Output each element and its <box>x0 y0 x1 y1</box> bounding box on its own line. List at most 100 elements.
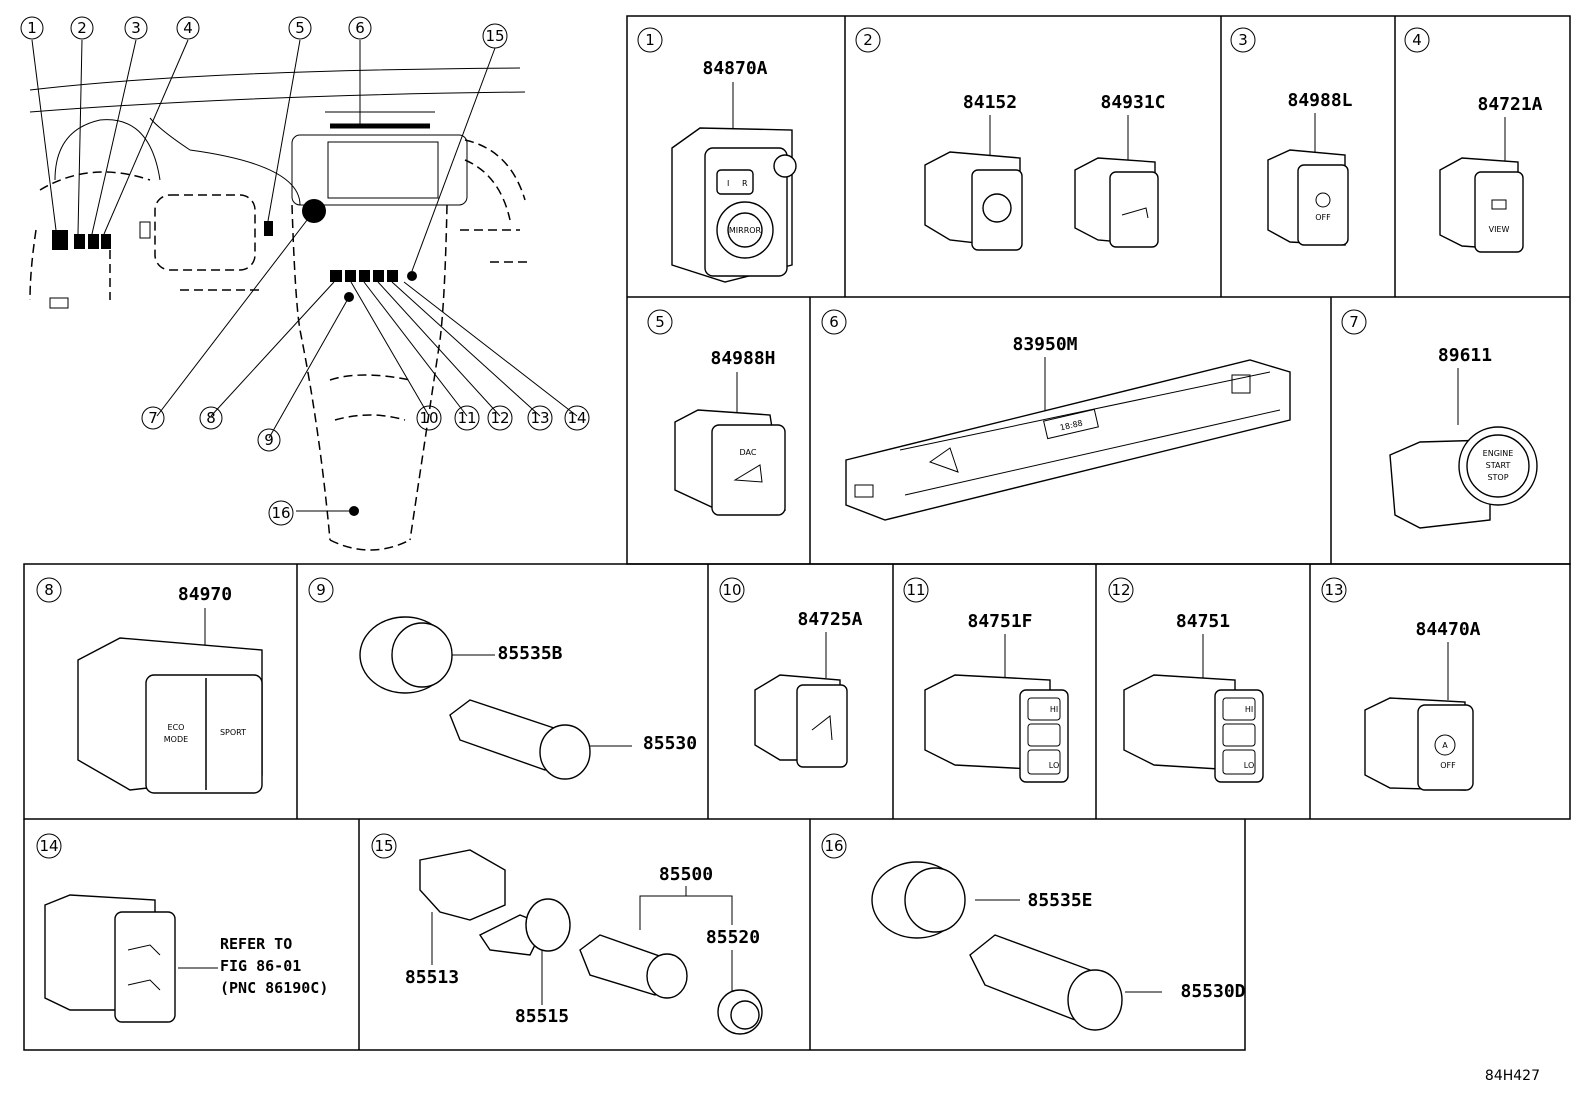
svg-text:9: 9 <box>316 581 326 599</box>
socket-illustration <box>579 934 688 999</box>
svg-text:1: 1 <box>27 19 37 37</box>
svg-text:89611: 89611 <box>1438 345 1492 366</box>
overview-callout-8: 8 <box>199 406 223 430</box>
power-outlet-illustration <box>969 934 1123 1031</box>
outlet-ring-illustration <box>478 898 571 956</box>
svg-text:85535B: 85535B <box>497 643 562 664</box>
svg-text:HI: HI <box>1245 705 1253 714</box>
overview-callout-6: 6 <box>348 16 372 40</box>
power-outlet-illustration <box>449 699 591 780</box>
seat-switch-illustration <box>44 894 176 1023</box>
panel-9: 9 85535B 85530 <box>308 577 697 780</box>
svg-text:85520: 85520 <box>706 927 760 948</box>
svg-text:84751: 84751 <box>1176 611 1230 632</box>
dashboard-overview: 1 2 3 4 5 6 15 7 8 9 10 11 12 13 14 16 <box>20 16 590 551</box>
svg-text:1: 1 <box>645 31 655 49</box>
svg-text:84470A: 84470A <box>1415 619 1480 640</box>
hazard-switch-panel-illustration: 18:88 <box>845 359 1291 521</box>
svg-text:13: 13 <box>1324 581 1343 599</box>
overview-callout-2: 2 <box>70 16 94 40</box>
svg-text:11: 11 <box>906 581 925 599</box>
svg-text:85530D: 85530D <box>1180 981 1245 1002</box>
svg-text:85515: 85515 <box>515 1006 569 1027</box>
svg-text:HI: HI <box>1050 705 1058 714</box>
svg-text:MODE: MODE <box>164 735 188 744</box>
svg-text:OFF: OFF <box>1440 761 1456 770</box>
svg-text:85500: 85500 <box>659 864 713 885</box>
svg-text:2: 2 <box>77 19 87 37</box>
svg-text:8: 8 <box>206 409 216 427</box>
svg-text:3: 3 <box>1238 31 1248 49</box>
vsc-off-switch-illustration: OFF <box>1267 149 1349 246</box>
panel-4: 4 84721A VIEW <box>1404 27 1543 253</box>
svg-text:14: 14 <box>567 409 586 427</box>
panel-6: 6 83950M 18:88 <box>821 309 1291 521</box>
svg-text:16: 16 <box>824 837 843 855</box>
part-number: 84870A <box>702 58 767 79</box>
svg-text:85530: 85530 <box>643 733 697 754</box>
seat-heater-switch-illustration: HI LO <box>924 674 1069 783</box>
mounting-bracket-illustration <box>419 849 506 921</box>
svg-text:5: 5 <box>295 19 305 37</box>
svg-text:START: START <box>1486 461 1511 470</box>
svg-text:15: 15 <box>374 837 393 855</box>
stop-start-off-switch-illustration: A OFF <box>1364 697 1474 791</box>
svg-text:83950M: 83950M <box>1012 334 1077 355</box>
dac-switch-illustration: DAC <box>674 409 786 516</box>
svg-text:I: I <box>727 179 729 188</box>
overview-callout-11: 11 <box>454 405 480 431</box>
overview-callout-16: 16 <box>268 500 294 526</box>
panel-1: 1 84870A I R MIRROR <box>637 27 797 283</box>
socket-holder-illustration <box>871 861 966 939</box>
camera-view-switch-illustration: VIEW <box>1439 157 1524 253</box>
svg-text:84988L: 84988L <box>1287 90 1352 111</box>
svg-text:10: 10 <box>722 581 741 599</box>
overview-callout-1: 1 <box>20 16 44 40</box>
svg-text:DAC: DAC <box>740 448 757 457</box>
svg-text:84970: 84970 <box>178 584 232 605</box>
svg-text:12: 12 <box>490 409 509 427</box>
overview-callout-13: 13 <box>527 405 553 431</box>
svg-text:3: 3 <box>131 19 141 37</box>
svg-text:LO: LO <box>1049 761 1059 770</box>
svg-text:9: 9 <box>264 431 274 449</box>
mirror-fold-switch-illustration <box>924 151 1023 251</box>
svg-text:85513: 85513 <box>405 967 459 988</box>
panel-10: 10 84725A <box>719 577 863 768</box>
svg-text:LO: LO <box>1244 761 1254 770</box>
overview-callout-12: 12 <box>487 405 513 431</box>
svg-text:85535E: 85535E <box>1027 890 1092 911</box>
seat-heater-switch-illustration: HI LO <box>1123 674 1264 783</box>
svg-text:15: 15 <box>485 27 504 45</box>
panel-12: 12 84751 HI LO <box>1108 577 1264 783</box>
svg-text:11: 11 <box>457 409 476 427</box>
svg-text:10: 10 <box>419 409 438 427</box>
panel-16: 16 85535E 85530D <box>821 833 1246 1031</box>
svg-text:84721A: 84721A <box>1477 94 1542 115</box>
svg-text:ENGINE: ENGINE <box>1483 449 1514 458</box>
panel-11: 11 84751F HI LO <box>903 577 1069 783</box>
svg-text:4: 4 <box>1412 31 1422 49</box>
panel-13: 13 84470A A OFF <box>1321 577 1481 791</box>
svg-text:(PNC 86190C): (PNC 86190C) <box>220 979 328 997</box>
svg-text:ECO: ECO <box>168 723 185 732</box>
svg-text:2: 2 <box>863 31 873 49</box>
overview-callout-10: 10 <box>416 405 442 431</box>
panel-8: 8 84970 ECO MODE SPORT <box>36 577 263 794</box>
svg-text:84152: 84152 <box>963 92 1017 113</box>
panel-14: 14 REFER TO FIG 86-01 (PNC 86190C) <box>36 833 328 1023</box>
svg-text:8: 8 <box>44 581 54 599</box>
svg-text:REFER TO: REFER TO <box>220 935 292 953</box>
svg-text:6: 6 <box>355 19 365 37</box>
svg-text:84931C: 84931C <box>1100 92 1165 113</box>
svg-text:R: R <box>742 179 748 188</box>
overview-callout-14: 14 <box>564 405 590 431</box>
svg-text:VIEW: VIEW <box>1489 225 1510 234</box>
svg-text:A: A <box>1442 741 1448 750</box>
panel-2: 2 84152 84931C <box>855 27 1166 251</box>
svg-text:14: 14 <box>39 837 58 855</box>
overview-callout-7: 7 <box>141 406 165 430</box>
overview-callout-9: 9 <box>257 428 281 452</box>
trailer-switch-illustration <box>754 674 848 768</box>
